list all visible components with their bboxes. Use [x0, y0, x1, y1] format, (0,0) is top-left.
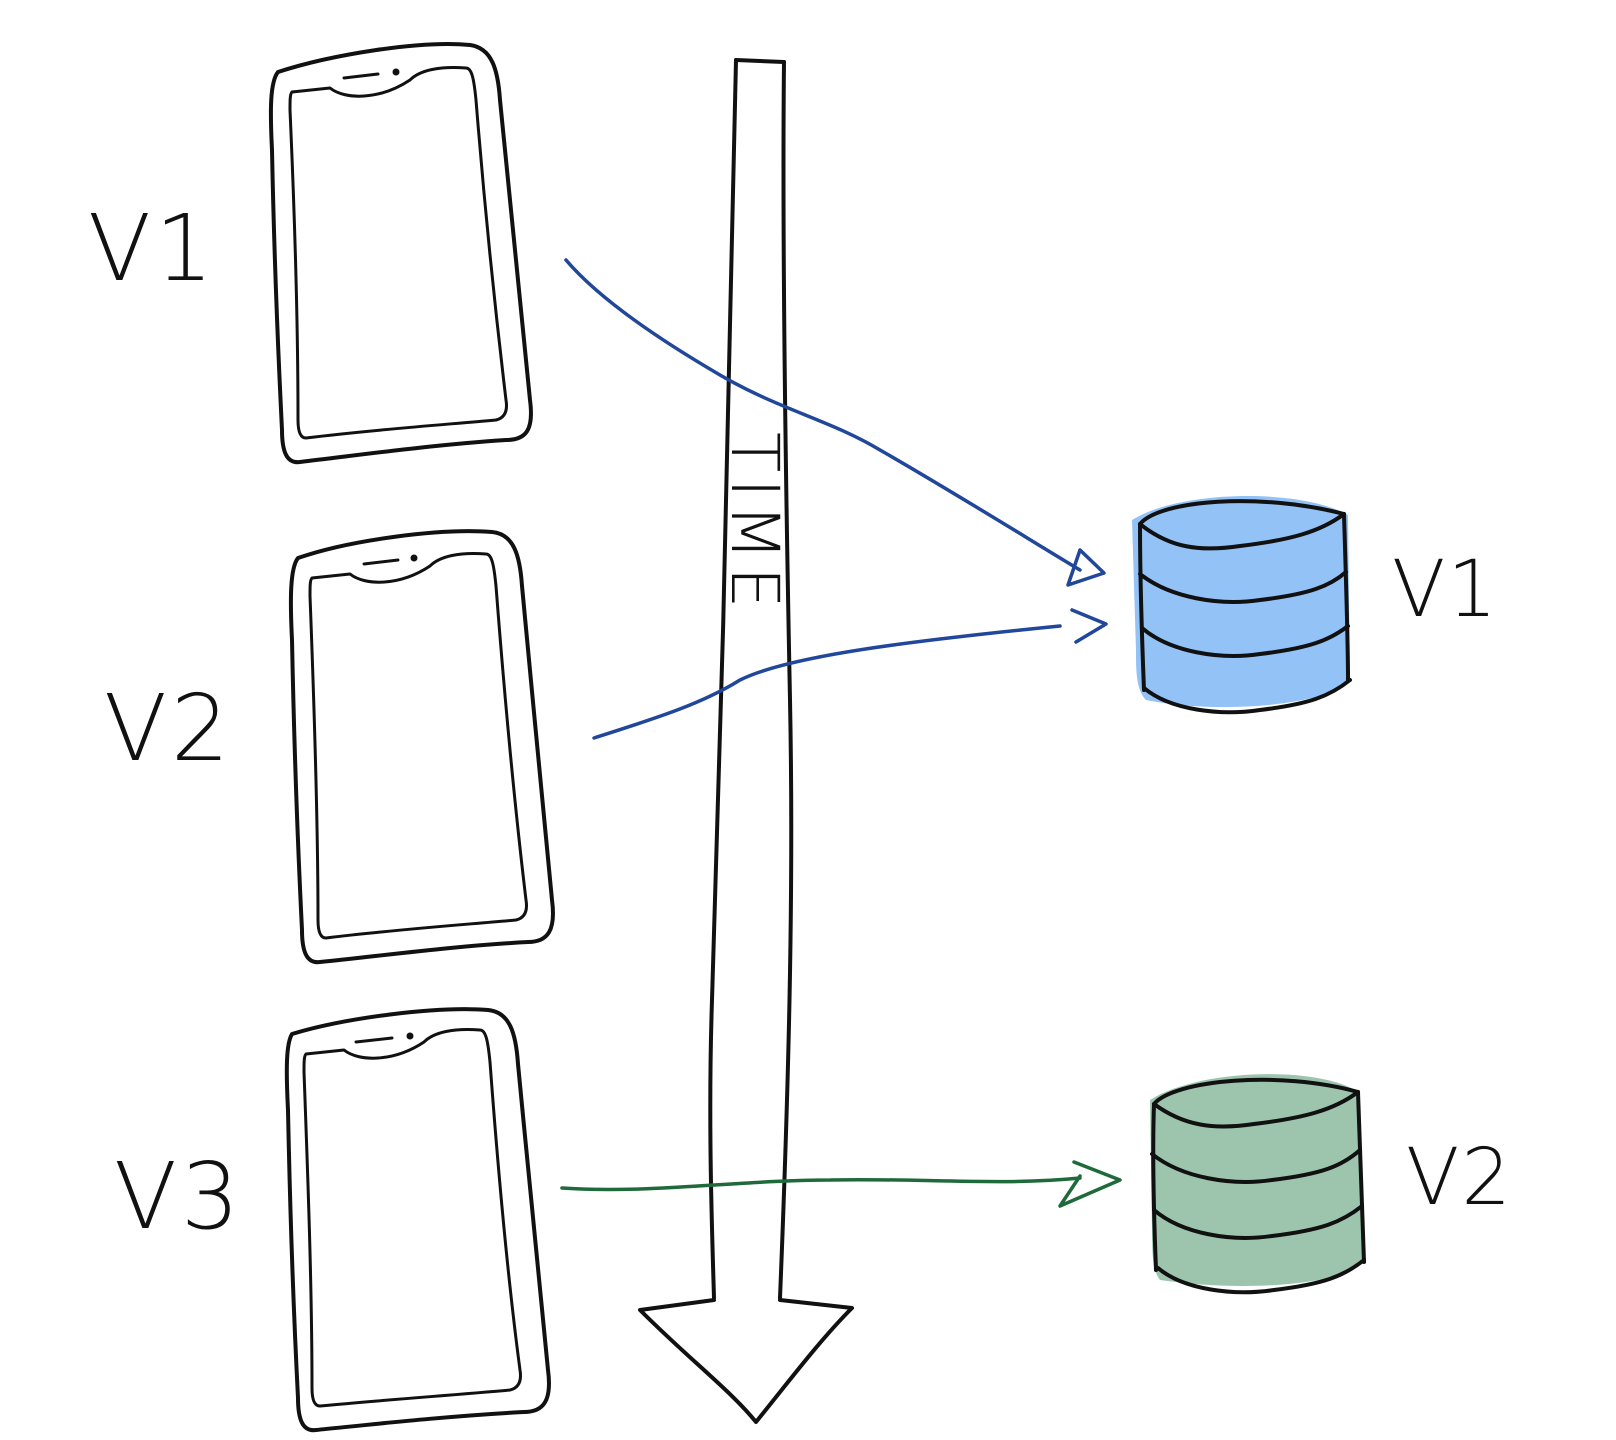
phone-v1: V1	[88, 42, 533, 465]
phone-v3: V3	[114, 1007, 551, 1433]
server-label-v1: V1	[1392, 545, 1499, 635]
client-label-v2: V2	[104, 675, 233, 782]
time-arrow: TIME	[638, 58, 854, 1424]
arrow-v1-to-server-v1	[564, 258, 1106, 587]
arrow-v2-to-server-v1	[592, 608, 1108, 740]
client-label-v3: V3	[114, 1143, 243, 1250]
database-v2: V2	[1150, 1074, 1513, 1295]
server-label-v2: V2	[1406, 1133, 1513, 1223]
arrow-v3-to-server-v2	[560, 1160, 1122, 1208]
database-v1: V1	[1132, 496, 1499, 715]
time-label: TIME	[716, 432, 793, 614]
client-label-v1: V1	[88, 195, 217, 302]
phone-v2: V2	[104, 529, 555, 965]
